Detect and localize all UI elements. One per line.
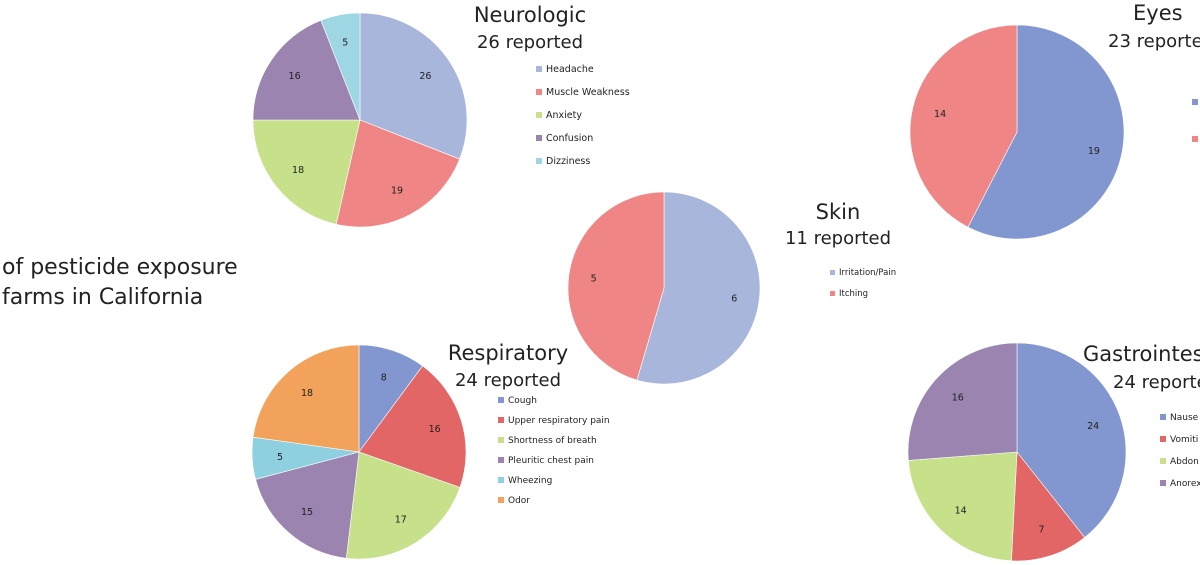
skin-legend-label-itching: Itching xyxy=(839,289,868,299)
gastrointestinal-slice-nause xyxy=(1016,342,1127,538)
respiratory-legend-swatch-pleuritic-chest-pain xyxy=(498,457,504,463)
respiratory-value-label-cough: 8 xyxy=(381,372,387,383)
gastrointestinal-chart: Gastrointes 24 reporte 24 Nause 7 Vomiti 14 A… xyxy=(907,342,1200,562)
respiratory-value-label-upper-respiratory-pain: 16 xyxy=(429,424,441,435)
neurologic-legend-swatch-confusion xyxy=(536,135,542,141)
gastrointestinal-slice-vomiti xyxy=(1011,451,1086,562)
neurologic-slice-dizziness xyxy=(320,12,361,121)
neurologic-slice-anxiety xyxy=(252,119,361,225)
respiratory-legend-swatch-wheezing xyxy=(498,477,504,483)
neurologic-legend-label-headache: Headache xyxy=(546,64,594,75)
respiratory-legend-label-cough: Cough xyxy=(508,396,537,406)
neurologic-legend-swatch-muscle-weakness xyxy=(536,89,542,95)
skin-title: Skin xyxy=(816,200,861,224)
respiratory-legend-label-pleuritic-chest-pain: Pleuritic chest pain xyxy=(508,456,594,466)
neurologic-legend-label-anxiety: Anxiety xyxy=(546,110,582,121)
respiratory-value-label-odor: 18 xyxy=(301,388,313,399)
eyes-slice-slice-1 xyxy=(967,24,1125,240)
gastrointestinal-value-label-abdon: 14 xyxy=(955,505,967,516)
skin-legend-label-irritation-pain: Irritation/Pain xyxy=(839,268,896,278)
respiratory-title: Respiratory xyxy=(448,341,568,365)
gastrointestinal-legend-swatch-abdon xyxy=(1160,458,1166,464)
skin-subtitle: 11 reported xyxy=(785,228,891,249)
eyes-value-label-slice-1: 19 xyxy=(1088,146,1100,157)
neurologic-legend-swatch-dizziness xyxy=(536,158,542,164)
neurologic-title: Neurologic xyxy=(474,3,586,27)
neurologic-chart: Neurologic 26 reported 26 Headache 19 Muscl… xyxy=(252,3,630,228)
neurologic-slice-muscle-weakness xyxy=(335,119,460,228)
skin-legend-swatch-irritation-pain xyxy=(830,270,835,275)
respiratory-legend-swatch-odor xyxy=(498,497,504,503)
neurologic-legend-swatch-anxiety xyxy=(536,112,542,118)
skin-slice-itching xyxy=(567,191,665,381)
gastrointestinal-value-label-nause: 24 xyxy=(1087,421,1099,432)
gastrointestinal-slice-abdon xyxy=(908,451,1018,562)
neurologic-slice-headache xyxy=(359,12,468,160)
figure-title-line-1: of pesticide exposure xyxy=(2,255,238,280)
gastrointestinal-legend-label-abdon: Abdon xyxy=(1170,457,1199,467)
skin-value-label-itching: 5 xyxy=(591,273,597,284)
neurologic-value-label-dizziness: 5 xyxy=(342,38,348,49)
neurologic-subtitle: 26 reported xyxy=(477,32,583,53)
neurologic-legend-label-confusion: Confusion xyxy=(546,133,593,144)
respiratory-slice-odor xyxy=(252,344,360,453)
neurologic-slice-confusion xyxy=(252,20,361,121)
respiratory-value-label-wheezing: 5 xyxy=(277,452,283,463)
gastrointestinal-pie xyxy=(907,342,1127,562)
respiratory-subtitle: 24 reported xyxy=(455,370,561,391)
eyes-legend-swatch-slice-1 xyxy=(1192,99,1198,105)
eyes-title: Eyes xyxy=(1133,1,1183,25)
respiratory-value-label-pleuritic-chest-pain: 15 xyxy=(301,507,313,518)
gastrointestinal-legend-swatch-anorex xyxy=(1160,480,1166,486)
gastrointestinal-value-label-anorex: 16 xyxy=(952,393,964,404)
respiratory-legend-swatch-shortness-of-breath xyxy=(498,437,504,443)
eyes-legend-swatch-slice-2 xyxy=(1192,136,1198,142)
eyes-pie xyxy=(909,24,1125,240)
respiratory-legend-swatch-cough xyxy=(498,397,504,403)
gastrointestinal-legend-label-anorex: Anorex xyxy=(1170,479,1200,489)
respiratory-slice-upper-respiratory-pain xyxy=(358,365,467,488)
neurologic-value-label-anxiety: 18 xyxy=(292,165,304,176)
eyes-chart: Eyes 23 reporte 19 14 xyxy=(909,1,1200,240)
neurologic-legend-label-muscle-weakness: Muscle Weakness xyxy=(546,87,630,98)
skin-value-label-irritation-pain: 6 xyxy=(731,294,737,305)
gastrointestinal-legend-label-vomiti: Vomiti xyxy=(1170,435,1198,445)
eyes-slice-slice-2 xyxy=(909,24,1018,228)
respiratory-legend-label-shortness-of-breath: Shortness of breath xyxy=(508,436,597,446)
skin-legend-swatch-itching xyxy=(830,291,835,296)
gastrointestinal-legend-swatch-vomiti xyxy=(1160,436,1166,442)
gastrointestinal-title: Gastrointes xyxy=(1083,342,1200,366)
gastrointestinal-slice-anorex xyxy=(907,342,1018,461)
neurologic-pie xyxy=(252,12,468,228)
neurologic-value-label-headache: 26 xyxy=(419,71,431,82)
gastrointestinal-value-label-vomiti: 7 xyxy=(1038,524,1044,535)
neurologic-value-label-confusion: 16 xyxy=(289,71,301,82)
neurologic-legend-swatch-headache xyxy=(536,66,542,72)
gastrointestinal-subtitle: 24 reporte xyxy=(1113,372,1200,393)
respiratory-slice-shortness-of-breath xyxy=(345,451,461,560)
gastrointestinal-legend-swatch-nause xyxy=(1160,414,1166,420)
respiratory-value-label-shortness-of-breath: 17 xyxy=(395,515,407,526)
respiratory-pie xyxy=(251,344,467,560)
skin-pie xyxy=(567,191,761,385)
skin-slice-irritation-pain xyxy=(636,191,761,385)
eyes-subtitle: 23 reporte xyxy=(1108,31,1200,52)
respiratory-slice-pleuritic-chest-pain xyxy=(255,451,360,559)
respiratory-legend-swatch-upper-respiratory-pain xyxy=(498,417,504,423)
respiratory-legend-label-odor: Odor xyxy=(508,496,530,506)
neurologic-legend-label-dizziness: Dizziness xyxy=(546,156,590,167)
eyes-value-label-slice-2: 14 xyxy=(934,109,946,120)
skin-chart: Skin 11 reported 6 Irritation/Pain 5Itchin… xyxy=(567,191,896,385)
respiratory-legend-label-upper-respiratory-pain: Upper respiratory pain xyxy=(508,416,610,426)
gastrointestinal-legend-label-nause: Nause xyxy=(1170,413,1199,423)
neurologic-value-label-muscle-weakness: 19 xyxy=(391,186,403,197)
respiratory-legend-label-wheezing: Wheezing xyxy=(508,476,552,486)
figure-title-line-2: farms in California xyxy=(2,285,203,310)
